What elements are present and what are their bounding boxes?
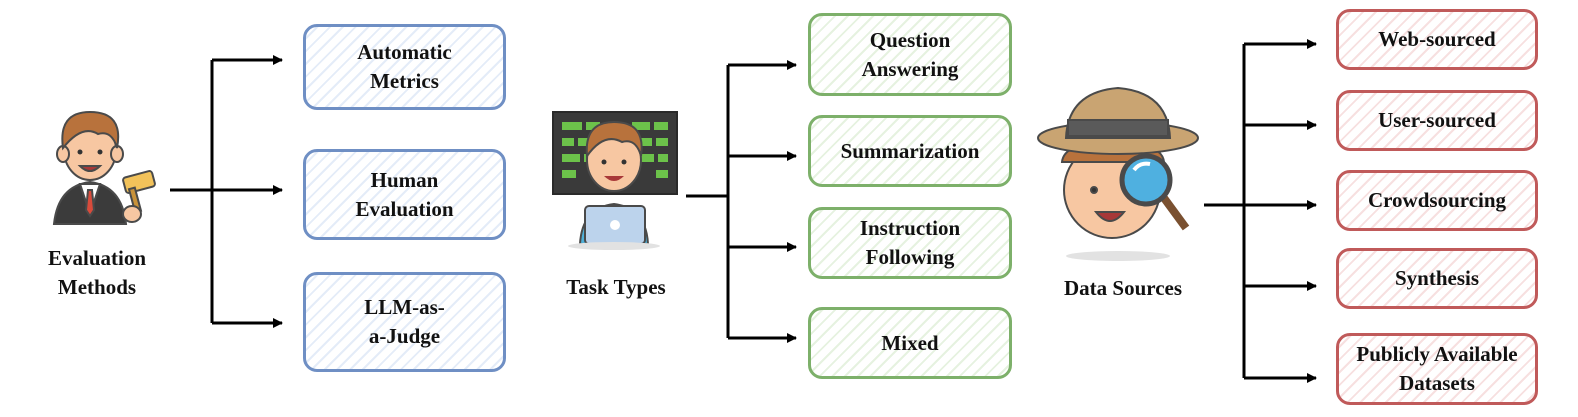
task-types-caption: Task Types [566, 275, 666, 299]
data-sources-caption: Data Sources [1063, 276, 1183, 300]
human-evaluation-node: Human Evaluation [303, 149, 506, 240]
detective-avatar-icon [1037, 86, 1199, 261]
user-sourced-node: User-sourced [1336, 90, 1538, 151]
question-answering-node: Question Answering [808, 13, 1012, 96]
automatic-metrics-node: Automatic Metrics [303, 24, 506, 110]
llm-as-a-judge-node: LLM-as- a-Judge [303, 272, 506, 372]
evaluation-methods-caption: Evaluation Methods [47, 246, 147, 299]
mixed-node: Mixed [808, 307, 1012, 379]
instruction-following-node: Instruction Following [808, 207, 1012, 279]
judge-avatar-icon [52, 110, 156, 225]
programmer-avatar-icon [552, 111, 678, 250]
synthesis-node: Synthesis [1336, 248, 1538, 309]
crowdsourcing-node: Crowdsourcing [1336, 170, 1538, 231]
summarization-node: Summarization [808, 115, 1012, 187]
publicly-available-datasets-node: Publicly Available Datasets [1336, 333, 1538, 405]
web-sourced-node: Web-sourced [1336, 9, 1538, 70]
